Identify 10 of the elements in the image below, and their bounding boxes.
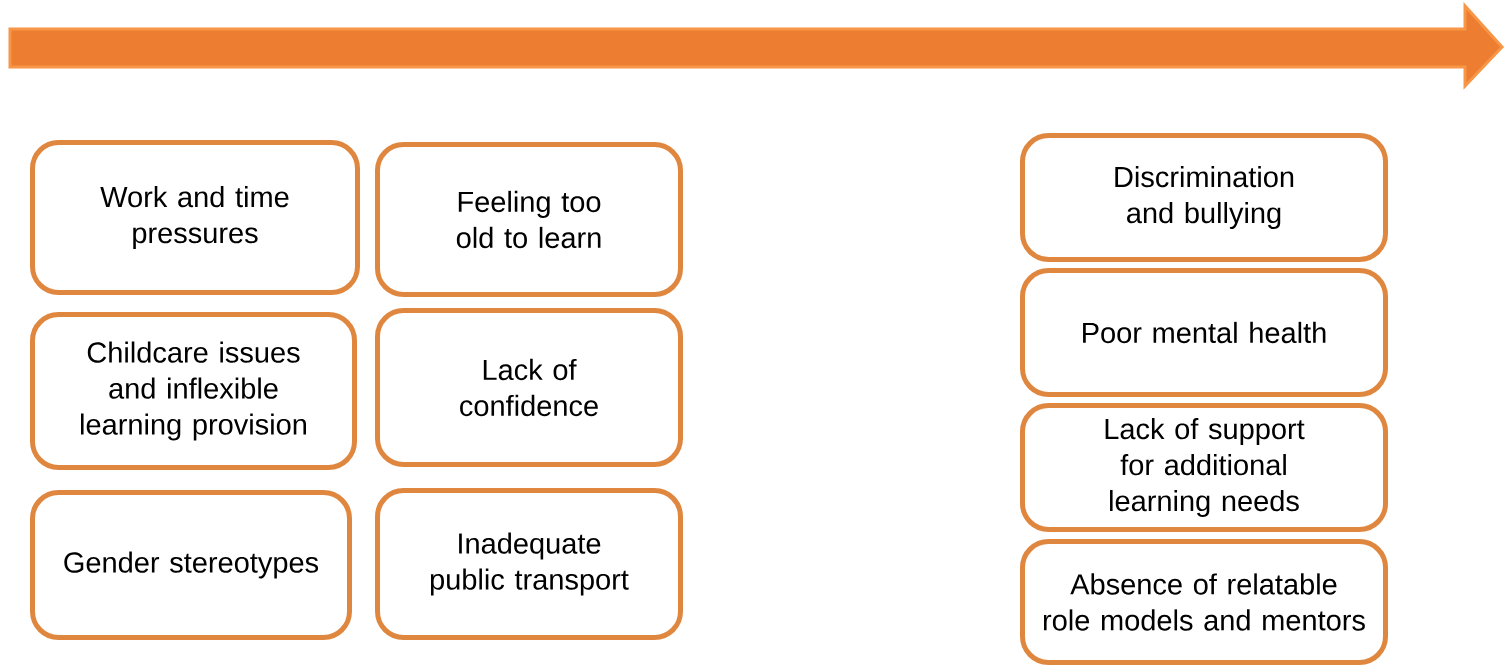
text-box: Lack of support for additional learning needs: [1020, 403, 1388, 532]
text-box: Discrimination and bullying: [1020, 133, 1388, 262]
text-box: Poor mental health: [1020, 268, 1388, 397]
text-box: Absence of relatable role models and mentors: [1020, 539, 1388, 665]
text-box: Inadequate public transport: [375, 488, 683, 640]
text-box: Feeling too old to learn: [375, 142, 683, 297]
text-box: Gender stereotypes: [30, 490, 352, 640]
text-box: Childcare issues and inflexible learning provision: [30, 312, 357, 470]
text-box: Lack of confidence: [375, 308, 683, 467]
text-box: Work and time pressures: [30, 140, 360, 295]
